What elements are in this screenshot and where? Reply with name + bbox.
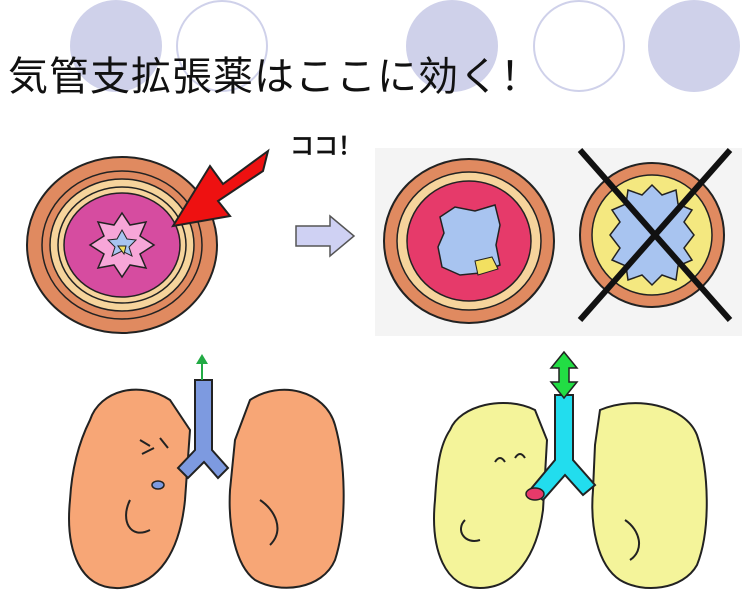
relaxed-lungs-illustration xyxy=(425,350,725,596)
dilated-airway-illustration xyxy=(380,155,558,327)
decor-circle-4 xyxy=(533,0,625,92)
constricted-lungs-illustration xyxy=(60,350,360,596)
slide-title: 気管支拡張薬はここに効く！ xyxy=(8,44,541,102)
red-arrow-icon xyxy=(168,146,274,236)
double-arrow-icon xyxy=(551,352,577,398)
decor-circle-5 xyxy=(648,0,740,92)
right-arrow-icon xyxy=(294,214,356,258)
annotation-label: ココ！ xyxy=(290,126,362,161)
crossed-airway-illustration xyxy=(570,140,742,330)
